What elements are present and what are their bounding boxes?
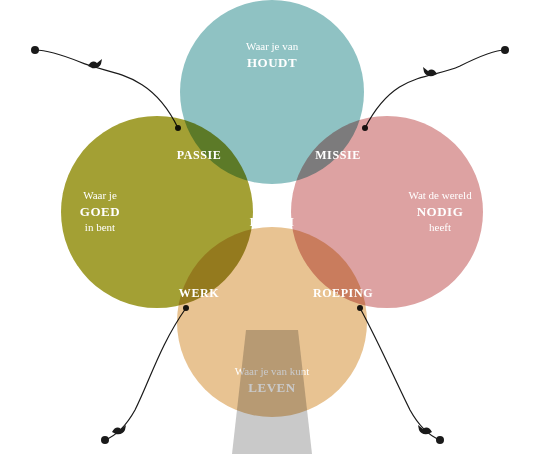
circle-phrase: Waar je van [246, 39, 298, 54]
circle-keyword: LEVEN [235, 379, 310, 397]
overlap-label: PASSIE [177, 148, 222, 163]
circle-text: Waar je van kuntLEVEN [235, 364, 310, 396]
overlap-label: ROEPING [313, 286, 373, 301]
circle-phrase: in bent [80, 221, 120, 236]
circle-keyword: HOUDT [246, 54, 298, 72]
overlap-label: MISSIE [315, 148, 361, 163]
circle-phrase: Waar je [80, 188, 120, 203]
overlap-label: IKIGAI [250, 215, 295, 230]
circle-phrase: Waar je van kunt [235, 364, 310, 379]
circle-phrase: heeft [408, 221, 471, 236]
circle-text: Wat de wereldNODIGheeft [408, 188, 471, 235]
circle-keyword: NODIG [408, 203, 471, 221]
circle-text: Waar jeGOEDin bent [80, 188, 120, 235]
overlap-label: WERK [179, 286, 219, 301]
circle-keyword: GOED [80, 203, 120, 221]
living-circle: Waar je van kuntLEVEN [177, 227, 367, 417]
circle-phrase: Wat de wereld [408, 188, 471, 203]
circle-text: Waar je vanHOUDT [246, 39, 298, 71]
circle-fill [177, 227, 367, 417]
